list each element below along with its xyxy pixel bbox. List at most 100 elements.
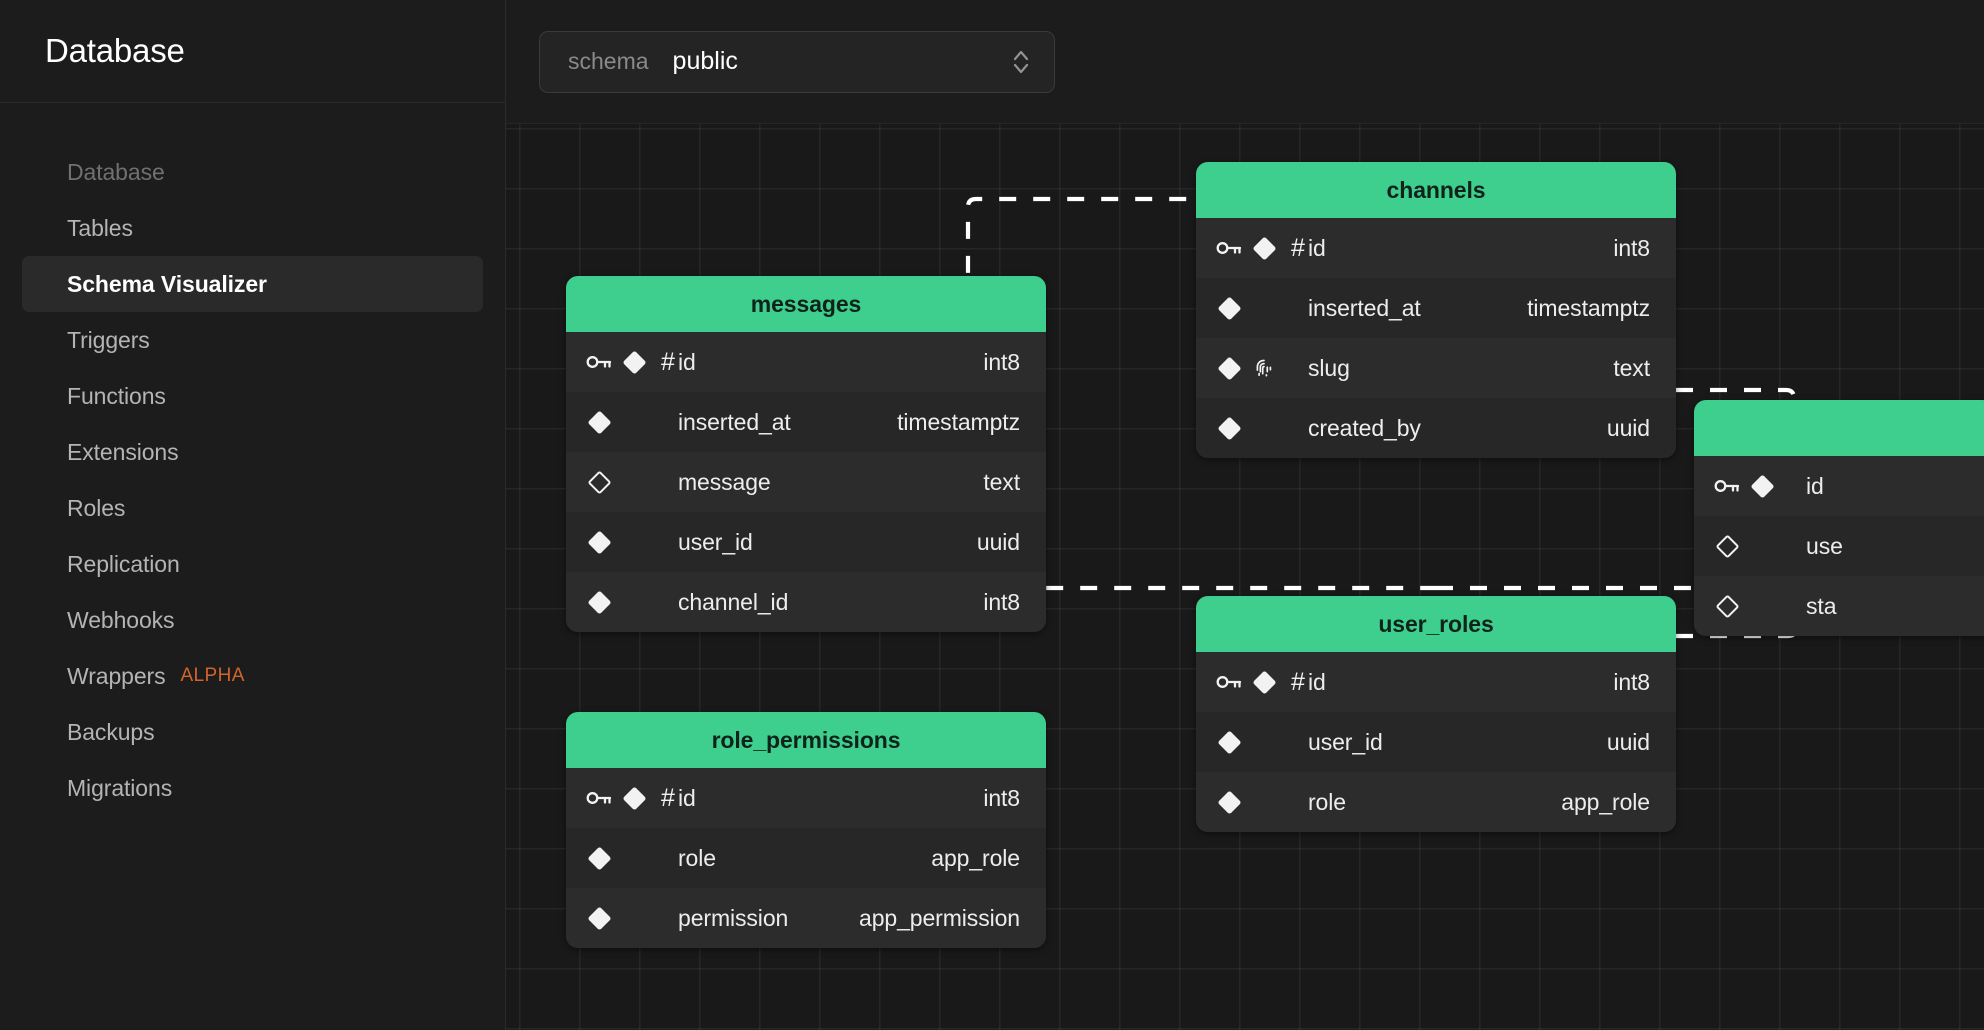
- table-node-user-roles[interactable]: user_roles: [1196, 596, 1676, 832]
- not-null-diamond-icon: [586, 845, 612, 871]
- row-icon-group: #: [1216, 669, 1308, 695]
- not-null-diamond-icon: [621, 349, 647, 375]
- nullable-diamond-icon: [586, 469, 612, 495]
- sidebar-item-label: Functions: [67, 382, 166, 409]
- sidebar-item-extensions[interactable]: Extensions: [22, 424, 483, 480]
- sidebar-item-wrappers[interactable]: Wrappers ALPHA: [22, 648, 483, 704]
- column-type: text: [1613, 354, 1650, 381]
- table-node-messages[interactable]: messages: [566, 276, 1046, 632]
- table-node-role-permissions[interactable]: role_permissions: [566, 712, 1046, 948]
- column-name: user_id: [678, 528, 753, 555]
- table-row[interactable]: user_id uuid: [566, 512, 1046, 572]
- table-name: role_permissions: [711, 726, 901, 753]
- sidebar-item-label: Replication: [67, 550, 180, 577]
- not-null-diamond-icon: [1216, 789, 1242, 815]
- table-row[interactable]: # id int8: [566, 332, 1046, 392]
- not-null-diamond-icon: [586, 409, 612, 435]
- sidebar-item-label: Webhooks: [67, 606, 175, 633]
- table-row[interactable]: use: [1694, 516, 1984, 576]
- sidebar-nav: Database Tables Schema Visualizer Trigge…: [0, 103, 505, 816]
- column-name: id: [1806, 472, 1824, 499]
- numeric-hash-icon: #: [661, 783, 675, 812]
- table-node-channels[interactable]: channels: [1196, 162, 1676, 458]
- column-name: inserted_at: [1308, 294, 1421, 321]
- table-row[interactable]: # id int8: [1196, 218, 1676, 278]
- row-icon-group: [1714, 533, 1806, 559]
- column-name: channel_id: [678, 588, 789, 615]
- not-null-diamond-icon: [1251, 235, 1277, 261]
- table-row[interactable]: message text: [566, 452, 1046, 512]
- table-row[interactable]: id: [1694, 456, 1984, 516]
- row-icon-group: [586, 409, 678, 435]
- table-node-header: [1694, 400, 1984, 456]
- table-row[interactable]: created_by uuid: [1196, 398, 1676, 458]
- column-type: timestamptz: [897, 408, 1020, 435]
- sidebar-item-roles[interactable]: Roles: [22, 480, 483, 536]
- sidebar-item-functions[interactable]: Functions: [22, 368, 483, 424]
- table-name: channels: [1386, 176, 1486, 203]
- sidebar-item-label: Database: [67, 158, 165, 185]
- nullable-diamond-icon: [1714, 533, 1740, 559]
- column-type: uuid: [976, 528, 1020, 555]
- not-null-diamond-icon: [586, 529, 612, 555]
- sidebar-header: Database: [0, 0, 505, 103]
- sidebar-item-label: Roles: [67, 494, 126, 521]
- not-null-diamond-icon: [1216, 355, 1242, 381]
- column-name: permission: [678, 904, 789, 931]
- row-icon-group: #: [586, 349, 678, 375]
- row-icon-group: #: [586, 785, 678, 811]
- table-name: user_roles: [1378, 610, 1494, 637]
- schema-canvas[interactable]: messages: [506, 124, 1984, 1030]
- not-null-diamond-icon: [1749, 473, 1775, 499]
- column-type: int8: [1613, 668, 1650, 695]
- column-name: role: [678, 844, 716, 871]
- column-name: sta: [1806, 592, 1837, 619]
- table-row[interactable]: permission app_permission: [566, 888, 1046, 948]
- row-icon-group: [586, 845, 678, 871]
- table-row[interactable]: inserted_at timestamptz: [1196, 278, 1676, 338]
- chevron-up-down-icon: [1010, 45, 1032, 79]
- table-row[interactable]: sta: [1694, 576, 1984, 636]
- column-type: uuid: [1606, 728, 1650, 755]
- sidebar-item-label: Triggers: [67, 326, 150, 353]
- sidebar-item-tables[interactable]: Tables: [22, 200, 483, 256]
- table-row[interactable]: slug text: [1196, 338, 1676, 398]
- table-row[interactable]: user_id uuid: [1196, 712, 1676, 772]
- column-name: created_by: [1308, 414, 1421, 441]
- table-node-body: id use sta: [1694, 456, 1984, 636]
- table-node-clipped[interactable]: id use sta: [1694, 400, 1984, 636]
- table-row[interactable]: role app_role: [1196, 772, 1676, 832]
- sidebar-item-triggers[interactable]: Triggers: [22, 312, 483, 368]
- row-icon-group: [586, 469, 678, 495]
- sidebar-item-label: Extensions: [67, 438, 179, 465]
- sidebar-item-database[interactable]: Database: [22, 144, 483, 200]
- not-null-diamond-icon: [621, 785, 647, 811]
- table-node-header: messages: [566, 276, 1046, 332]
- numeric-hash-icon: #: [1291, 233, 1305, 262]
- table-node-body: # id int8 inserted_at timestamptz: [1196, 218, 1676, 458]
- main-panel: schema public: [506, 0, 1984, 1030]
- sidebar: Database Database Tables Schema Visualiz…: [0, 0, 506, 1030]
- row-icon-group: [1216, 789, 1308, 815]
- sidebar-item-replication[interactable]: Replication: [22, 536, 483, 592]
- row-icon-group: [1216, 295, 1308, 321]
- table-row[interactable]: inserted_at timestamptz: [566, 392, 1046, 452]
- table-row[interactable]: channel_id int8: [566, 572, 1046, 632]
- sidebar-item-schema-visualizer[interactable]: Schema Visualizer: [22, 256, 483, 312]
- nullable-diamond-icon: [1714, 593, 1740, 619]
- row-icon-group: [586, 905, 678, 931]
- column-type: int8: [983, 588, 1020, 615]
- table-row[interactable]: role app_role: [566, 828, 1046, 888]
- not-null-diamond-icon: [1216, 415, 1242, 441]
- schema-select[interactable]: schema public: [539, 30, 1055, 93]
- sidebar-item-webhooks[interactable]: Webhooks: [22, 592, 483, 648]
- table-node-header: channels: [1196, 162, 1676, 218]
- column-type: text: [983, 468, 1020, 495]
- table-row[interactable]: # id int8: [1196, 652, 1676, 712]
- row-icon-group: [1714, 593, 1806, 619]
- status-badge-alpha: ALPHA: [180, 665, 245, 686]
- sidebar-item-migrations[interactable]: Migrations: [22, 760, 483, 816]
- sidebar-item-backups[interactable]: Backups: [22, 704, 483, 760]
- table-row[interactable]: # id int8: [566, 768, 1046, 828]
